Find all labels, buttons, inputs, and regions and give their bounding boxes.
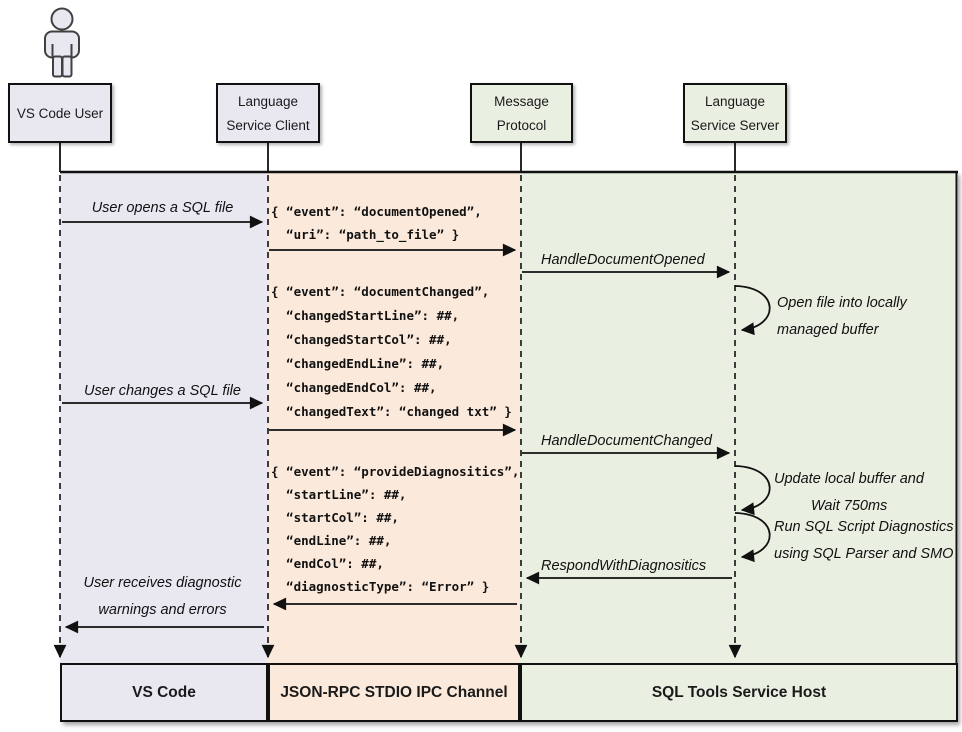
band-vscode — [60, 172, 268, 663]
label-handle-document-opened: HandleDocumentOpened — [541, 252, 705, 268]
lifeline-stubs — [59, 143, 736, 172]
payload-document-opened: { “event”: “documentOpened”, “uri”: “pat… — [271, 200, 482, 246]
footer-label: VS Code — [132, 683, 196, 701]
payload-line: “uri”: “path_to_file” } — [271, 227, 460, 242]
actor-label: Language — [704, 93, 766, 109]
payload-line: { “event”: “documentOpened”, — [271, 204, 482, 219]
actor-label: VS Code User — [16, 105, 104, 121]
self-loops — [734, 285, 771, 563]
person-icon — [44, 7, 80, 78]
label-respond-with-diagnostics: RespondWithDiagnositics — [541, 558, 707, 574]
label-user-receives-line2: warnings and errors — [98, 602, 227, 618]
label-open-file-line1: Open file into locally — [777, 295, 907, 311]
payload-line: { “event”: “provideDiagnositics”, — [271, 464, 520, 479]
footer-label: SQL Tools Service Host — [651, 683, 827, 701]
payload-line: “startCol”: ##, — [271, 510, 399, 525]
actor-language-service-server: Language Service Server — [683, 83, 787, 143]
payload-line: “changedEndLine”: ##, — [271, 356, 445, 371]
payload-line: “diagnosticType”: “Error” } — [271, 579, 490, 594]
label-run-diagnostics-line1: Run SQL Script Diagnostics — [774, 519, 954, 535]
actor-label: Service Server — [690, 117, 780, 133]
actor-label: Service Client — [226, 117, 310, 133]
footer-vscode: VS Code — [60, 663, 268, 722]
payload-document-changed: { “event”: “documentChanged”, “changedSt… — [271, 280, 512, 424]
actor-label: Protocol — [496, 117, 547, 133]
loop-open-file — [734, 285, 771, 336]
band-service-host — [520, 172, 958, 663]
footer-service-host: SQL Tools Service Host — [520, 663, 958, 722]
actor-label: Message — [494, 93, 549, 109]
payload-line: { “event”: “documentChanged”, — [271, 284, 490, 299]
actor-message-protocol: Message Protocol — [470, 83, 573, 143]
actor-label: Language — [237, 93, 299, 109]
payload-line: “endCol”: ##, — [271, 556, 384, 571]
actor-language-service-client: Language Service Client — [216, 83, 320, 143]
footer-ipc-channel: JSON-RPC STDIO IPC Channel — [268, 663, 520, 722]
message-arrows — [62, 215, 732, 634]
payload-line: “changedStartLine”: ##, — [271, 308, 460, 323]
payload-line: “changedText”: “changed txt” } — [271, 404, 512, 419]
loop-run-diagnostics — [734, 512, 771, 563]
label-update-buffer-line1: Update local buffer and — [774, 471, 924, 487]
label-handle-document-changed: HandleDocumentChanged — [541, 433, 712, 449]
actor-vscode-user: VS Code User — [8, 83, 112, 143]
loop-update-buffer — [734, 465, 771, 516]
payload-line: “changedEndCol”: ##, — [271, 380, 437, 395]
band-ipc-channel — [268, 172, 520, 663]
label-user-opens: User opens a SQL file — [91, 200, 234, 216]
lifeline-end-arrows — [53, 644, 742, 659]
payload-line: “startLine”: ##, — [271, 487, 407, 502]
label-run-diagnostics-line2: using SQL Parser and SMO — [774, 546, 954, 562]
label-open-file-line2: managed buffer — [777, 322, 879, 338]
payload-line: “endLine”: ##, — [271, 533, 392, 548]
lifelines — [59, 175, 736, 645]
label-update-buffer-line2: Wait 750ms — [811, 498, 888, 514]
payload-provide-diagnostics: { “event”: “provideDiagnositics”, “start… — [271, 460, 519, 598]
label-user-changes: User changes a SQL file — [84, 383, 241, 399]
label-user-receives-line1: User receives diagnostic — [83, 575, 242, 591]
payload-line: “changedStartCol”: ##, — [271, 332, 452, 347]
footer-label: JSON-RPC STDIO IPC Channel — [280, 683, 508, 701]
